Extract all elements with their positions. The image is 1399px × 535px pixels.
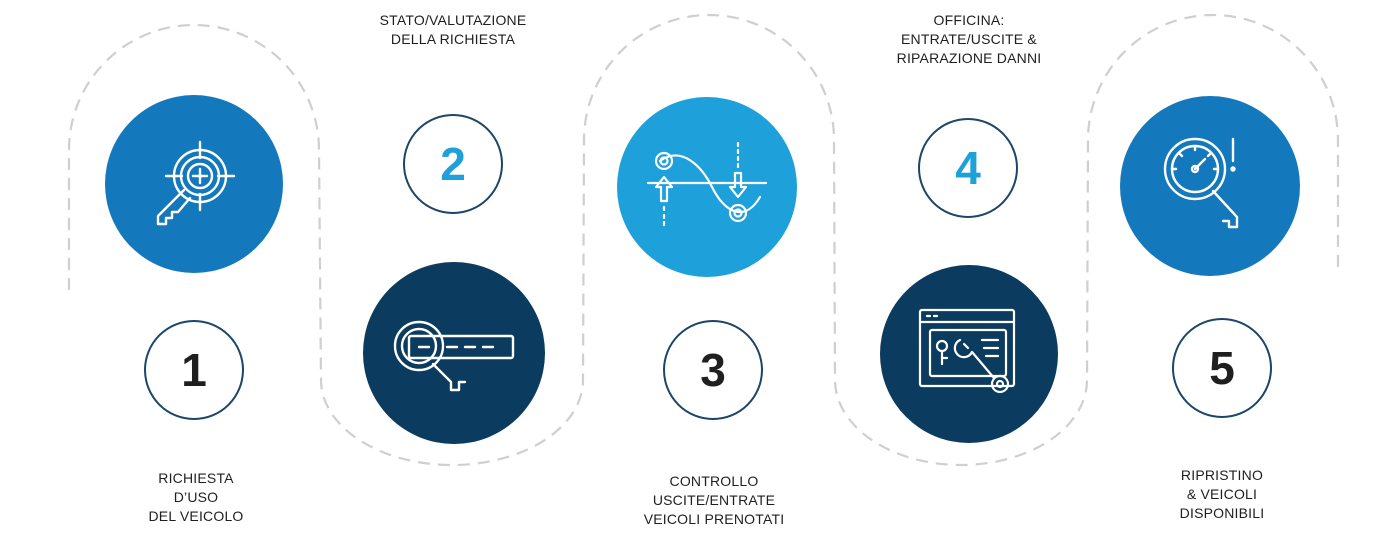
step-3-number: 3 <box>663 320 763 420</box>
gauge-key-alert-icon <box>1163 137 1239 229</box>
step-1-label: RICHIESTA D’USO DEL VEICOLO <box>148 470 244 524</box>
step-4-icon-circle <box>880 265 1058 443</box>
step-4-label: OFFICINA: ENTRATE/USCITE & RIPARAZIONE D… <box>896 12 1042 66</box>
key-search-icon <box>393 320 515 392</box>
in-out-wave-icon <box>646 141 768 231</box>
step-3-icon-circle <box>617 97 797 277</box>
step-5-label: RIPRISTINO & VEICOLI DISPONIBILI <box>1179 467 1265 521</box>
step-4-number: 4 <box>918 118 1018 218</box>
step-1-icon-circle <box>105 95 283 273</box>
step-3-label: CONTROLLO USCITE/ENTRATE VEICOLI PRENOTA… <box>643 473 785 527</box>
step-2-number: 2 <box>403 114 503 214</box>
step-5-icon-circle <box>1120 96 1300 276</box>
step-2-label: STATO/VALUTAZIONE DELLA RICHIESTA <box>379 12 527 47</box>
browser-wrench-icon <box>918 308 1016 394</box>
step-5-number: 5 <box>1172 318 1272 418</box>
step-2-icon-circle <box>363 262 545 444</box>
step-1-number: 1 <box>144 320 244 420</box>
target-key-icon <box>156 140 236 226</box>
